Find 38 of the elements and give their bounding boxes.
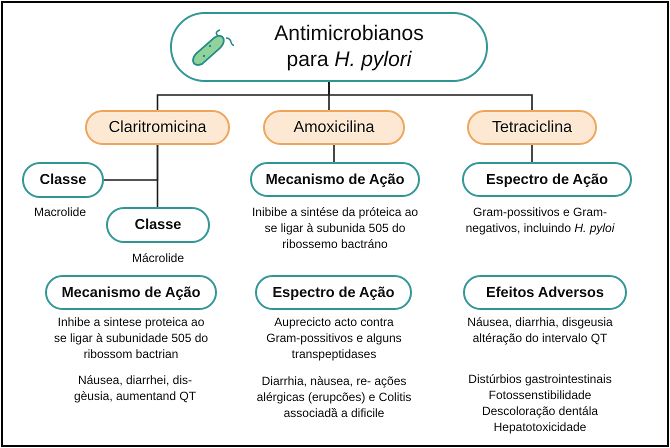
description-text: Inibibe a sintése da próteica ao se ligar à subunida 505 do ribossemo bactráno [250,204,420,252]
node-label: Classe [134,217,182,233]
description-text: Fotossenstibilidade [488,387,592,403]
connector-line [531,145,533,162]
node-label: Espectro de Ação [486,172,608,188]
topic-pill [462,162,632,197]
node-label: Classe [40,172,86,188]
topic-pill [22,162,104,198]
connector-line [333,145,335,162]
connector-line [156,145,158,207]
description-text: Descoloração dentála [480,403,600,419]
node-label: Tetraciclina [492,118,572,136]
description-text: Distúrbios gastrointestinais [467,371,613,387]
node-label: Espectro de Ação [272,284,394,300]
topic-pill [255,275,412,310]
node-label: Mecanismo de Ação [266,172,404,188]
title-text: Antimicrobianos para H. pylori [273,21,425,73]
description-text: Náusea, diarrhei, dis- gèusia, aumentand QT [72,372,198,404]
topic-pill [106,207,210,243]
description-text: Hepatotoxicidade [492,419,588,435]
drug-pill [467,110,597,145]
description-text: Diarrhia, nàusea, re- ações alérgicas (erupcões) e Colitis associadȁ a dificile [256,373,412,421]
topic-pill [45,275,217,310]
drug-pill [263,110,405,145]
description-text: Inhibe a sintese proteica ao se ligar à subunidade 505 do ribossom bactrian [52,314,210,362]
description-text: Mácrolide [130,250,186,266]
connector-line [328,82,533,110]
node-label: Efeitos Adversos [486,284,604,300]
drug-pill [85,110,230,145]
description-text: Náusea, diarrhia, disgeusia altéração do intervalo QT [466,314,614,346]
description-text: Gram-possitivos e Gram- negativos, incluindo H. pyloi [464,204,616,236]
node-label: Mecanismo de Ação [62,284,200,300]
topic-pill [250,162,420,197]
node-label: Amoxicilina [294,118,374,136]
description-text: Auprecicto acto contra Gram-possitivos e alguns transpeptidases [265,314,403,362]
description-text: Macrolide [32,204,88,220]
node-label: Claritromicina [108,118,206,136]
topic-pill [463,275,627,310]
